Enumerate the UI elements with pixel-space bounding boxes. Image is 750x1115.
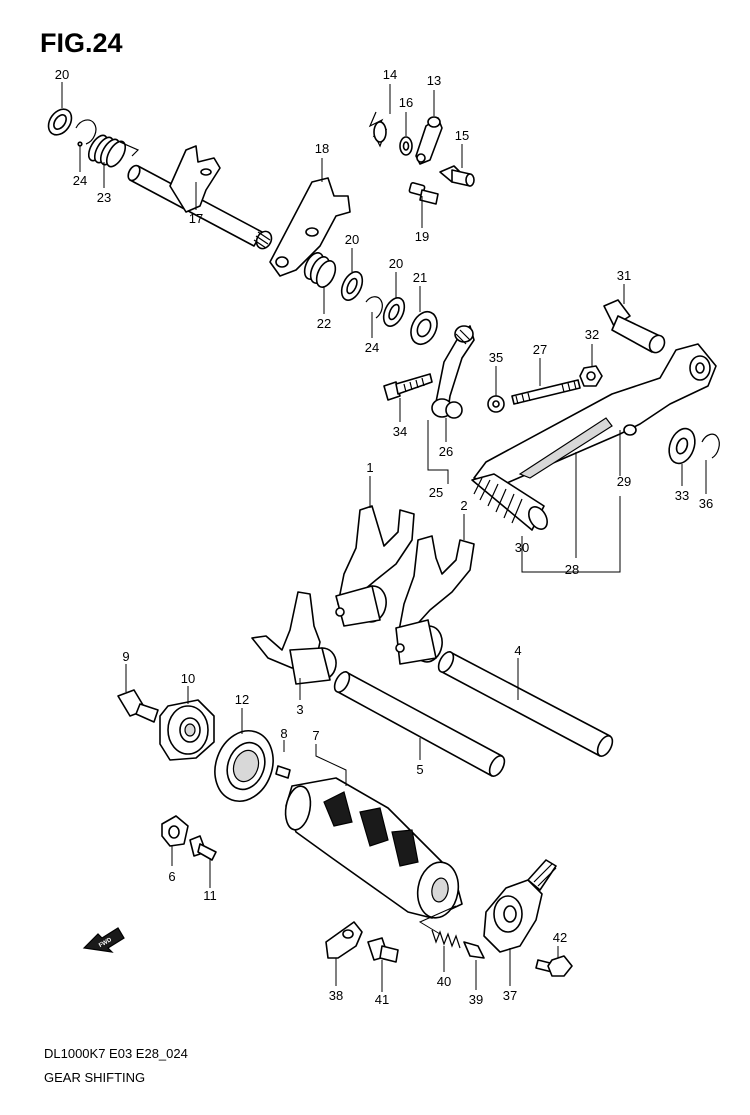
callout-29: 29: [617, 474, 631, 489]
part-17-shift-shaft: [127, 145, 273, 250]
callout-40: 40: [437, 974, 451, 989]
callout-13: 13: [427, 73, 441, 88]
callout-7: 7: [312, 728, 319, 743]
callout-3: 3: [296, 702, 303, 717]
callout-41: 41: [375, 992, 389, 1007]
part-28-shift-lever: [473, 343, 717, 487]
callout-34: 34: [393, 424, 407, 439]
leader-lines: [61, 82, 707, 992]
callout-21: 21: [413, 270, 427, 285]
callout-24-mid: 24: [365, 340, 379, 355]
part-4-fork-shaft: [437, 651, 614, 757]
callout-11: 11: [203, 888, 217, 903]
part-9-pin: [117, 689, 159, 723]
callout-30: 30: [515, 540, 529, 555]
part-20-washer-mid: [340, 271, 364, 301]
part-34-bolt: [383, 373, 433, 401]
part-11-screw: [189, 835, 217, 861]
part-12-bearing: [214, 730, 274, 802]
part-2-shift-fork: [395, 535, 475, 665]
part-31-pivot-bolt: [603, 299, 666, 354]
callout-35: 35: [489, 350, 503, 365]
part-30-rubber: [471, 473, 548, 531]
part-41-screw: [367, 937, 399, 963]
part-37-gear-switch: [483, 859, 557, 953]
callout-19: 19: [415, 229, 429, 244]
footer-diagram-name: GEAR SHIFTING: [44, 1070, 146, 1085]
callout-27: 27: [533, 342, 547, 357]
callout-16: 16: [399, 95, 413, 110]
callout-20-mid: 20: [345, 232, 359, 247]
callout-37: 37: [503, 988, 517, 1003]
callout-42: 42: [553, 930, 567, 945]
part-6-plate: [161, 815, 189, 847]
callout-38: 38: [329, 988, 343, 1003]
part-39-pin: [463, 941, 485, 959]
part-33-washer: [668, 427, 696, 465]
callout-2: 2: [460, 498, 467, 513]
callout-20-right: 20: [389, 256, 403, 271]
part-23-spring: [87, 134, 140, 168]
callout-labels: 20 24 23 17 18 14 16 13 15 19 20 20 21 2…: [55, 67, 713, 1007]
figure-title: FIG.24: [40, 28, 123, 58]
part-38-plate: [325, 921, 363, 959]
callout-5: 5: [416, 762, 423, 777]
part-14-spring: [368, 111, 388, 148]
callout-22: 22: [317, 316, 331, 331]
part-27-tie-rod: [511, 379, 581, 405]
part-24-circlip: [75, 119, 97, 147]
callout-25: 25: [429, 485, 443, 500]
callout-8: 8: [280, 726, 287, 741]
callout-20-top: 20: [55, 67, 69, 82]
callout-10: 10: [181, 671, 195, 686]
part-13-stopper-arm: [415, 116, 443, 165]
part-21-oil-seal: [410, 310, 438, 346]
callout-32: 32: [585, 327, 599, 342]
part-8-pin: [275, 765, 291, 779]
callout-36: 36: [699, 496, 713, 511]
callout-31: 31: [617, 268, 631, 283]
part-7-shift-cam: [284, 777, 463, 919]
callout-33: 33: [675, 488, 689, 503]
part-29-bush: [623, 424, 637, 436]
part-18-shift-arm: [269, 177, 351, 277]
callout-18: 18: [315, 141, 329, 156]
callout-14: 14: [383, 67, 397, 82]
part-15-bolt: [439, 165, 475, 187]
part-24-circlip-mid: [365, 296, 383, 319]
part-22-spring: [303, 252, 337, 288]
part-1-shift-fork: [335, 505, 415, 627]
fwd-arrow-icon: FWD: [82, 927, 125, 953]
part-16-washer: [399, 136, 413, 156]
part-10-stopper-plate: [159, 699, 215, 761]
part-3-shift-fork: [251, 591, 337, 685]
callout-9: 9: [122, 649, 129, 664]
part-36-circlip: [701, 433, 720, 459]
part-20-washer-right: [382, 297, 406, 327]
callout-15: 15: [455, 128, 469, 143]
callout-24-top: 24: [73, 173, 87, 188]
callout-6: 6: [168, 869, 175, 884]
callout-4: 4: [514, 643, 521, 658]
part-5-fork-shaft: [333, 671, 506, 777]
callout-26: 26: [439, 444, 453, 459]
callout-39: 39: [469, 992, 483, 1007]
part-32-nut: [579, 365, 603, 387]
callout-23: 23: [97, 190, 111, 205]
part-20-washer: [47, 108, 73, 136]
part-42-bolt: [535, 955, 573, 977]
footer-diagram-code: DL1000K7 E03 E28_024: [44, 1046, 188, 1061]
part-40-spring: [431, 929, 461, 949]
callout-12: 12: [235, 692, 249, 707]
callout-1: 1: [366, 460, 373, 475]
callout-17: 17: [189, 211, 203, 226]
callout-28: 28: [565, 562, 579, 577]
part-35-nut: [487, 395, 505, 413]
part-19-pin-bolt: [408, 182, 439, 205]
part-26-link-arm: [431, 325, 475, 419]
